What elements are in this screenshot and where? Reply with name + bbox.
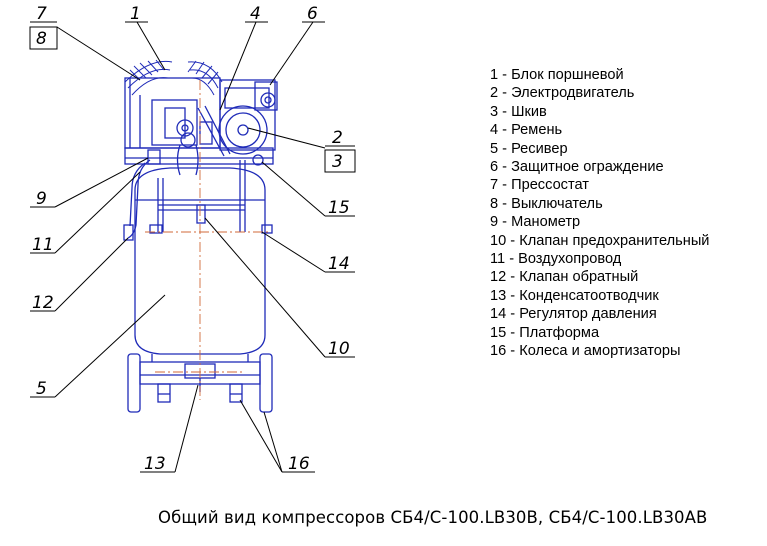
legend-item: 16 - Колеса и амортизаторы <box>490 343 681 360</box>
callout-6: 6 <box>307 4 318 24</box>
legend-item: 9 - Манометр <box>490 214 581 231</box>
legend-item: 3 - Шкив <box>490 103 547 120</box>
parts-legend: 1 - Блок поршневой 2 - Электродвигатель … <box>490 66 709 361</box>
legend-item: 4 - Ремень <box>490 122 563 139</box>
centerlines <box>145 80 270 400</box>
motor-housing <box>219 79 276 151</box>
callout-16: 16 <box>288 454 310 474</box>
callout-5: 5 <box>36 379 47 399</box>
legend-item: 12 - Клапан обратный <box>490 269 639 286</box>
pulley <box>218 105 268 155</box>
callout-8: 8 <box>36 29 47 49</box>
legend-item: 8 - Выключатель <box>490 195 603 212</box>
callout-2: 2 <box>332 128 343 148</box>
figure-caption: Общий вид компрессоров СБ4/С-100.LB30B, … <box>158 508 708 527</box>
callout-9: 9 <box>36 189 47 209</box>
legend-item: 1 - Блок поршневой <box>490 67 624 83</box>
legend-item: 10 - Клапан предохранительный <box>490 232 710 249</box>
air-line <box>127 159 151 239</box>
callout-1: 1 <box>130 4 141 24</box>
callout-3: 3 <box>332 152 343 172</box>
callout-10: 10 <box>328 339 350 359</box>
callout-box-8 <box>29 26 58 50</box>
legend-item: 15 - Платформа <box>490 324 600 341</box>
legend-item: 5 - Ресивер <box>490 140 568 157</box>
callout-4: 4 <box>250 4 261 24</box>
callout-7: 7 <box>36 4 47 24</box>
cooling-fins <box>124 59 223 96</box>
callout-box-3 <box>324 149 356 173</box>
compressor-outline <box>123 59 278 413</box>
leader-lines <box>30 21 355 473</box>
legend-item: 7 - Прессостат <box>490 177 589 194</box>
manometer <box>180 132 196 148</box>
wheel-right <box>259 353 273 413</box>
callout-14: 14 <box>328 254 350 274</box>
legend-item: 13 - Конденсатоотводчик <box>490 287 659 304</box>
callout-13: 13 <box>144 454 166 474</box>
callout-11: 11 <box>32 235 54 255</box>
legend-item: 14 - Регулятор давления <box>490 306 657 323</box>
callout-12: 12 <box>32 293 54 313</box>
legend-item: 2 - Электродвигатель <box>490 85 635 102</box>
legend-item: 11 - Воздухопровод <box>490 251 622 268</box>
callout-15: 15 <box>328 198 350 218</box>
wheel-left <box>127 353 141 413</box>
legend-item: 6 - Защитное ограждение <box>490 159 664 176</box>
receiver-tank <box>134 167 266 355</box>
